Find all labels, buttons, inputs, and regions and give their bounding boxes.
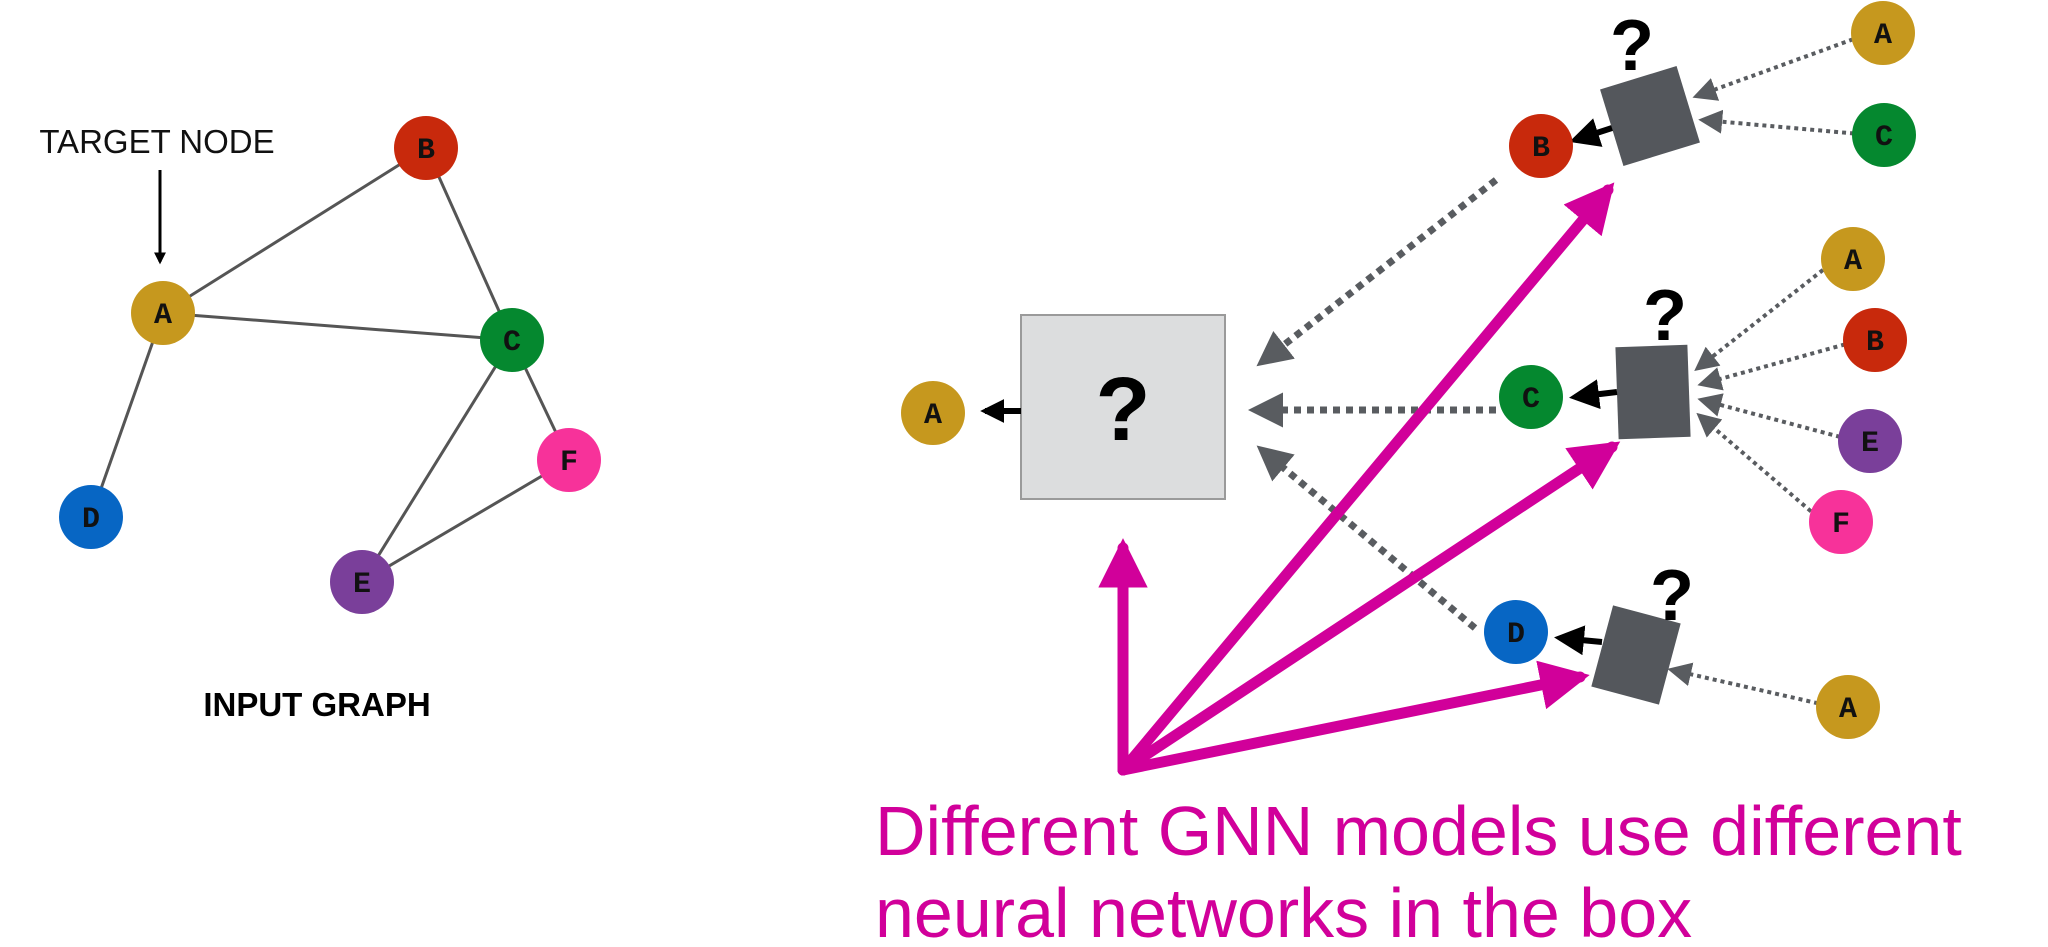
input-edge-a <box>1694 268 1825 371</box>
question-mark: ? <box>1650 556 1694 636</box>
neural-network-box <box>1591 605 1681 705</box>
edge-c-e <box>360 339 514 583</box>
node-label: A <box>1874 19 1892 53</box>
input-edge-c <box>1698 109 1855 136</box>
input-edge-a <box>1667 662 1819 706</box>
neighbor-groups: ? B A C? C A B E F? D A <box>1484 1 1916 739</box>
node-label: C <box>1875 121 1893 155</box>
node-circle <box>1484 600 1548 664</box>
target-node-a: A <box>901 381 965 445</box>
nn-arrow-to-box-c <box>1117 441 1621 776</box>
input-edge-f <box>1696 412 1813 513</box>
node-circle <box>1843 308 1907 372</box>
node-circle <box>394 116 458 180</box>
computation-graph: ? A ? B A C? C A B E F? D A Different GNN models u… <box>875 1 1962 947</box>
edge-a-b <box>162 146 427 315</box>
input-edge-e <box>1697 393 1841 439</box>
nn-arrow-to-box-d <box>1117 660 1590 776</box>
node-label: A <box>1844 245 1862 279</box>
node-label: C <box>503 326 521 360</box>
node-circle <box>1499 365 1563 429</box>
input-node-d[interactable]: D <box>59 485 123 549</box>
input-node-a: A <box>1816 675 1880 739</box>
node-label: D <box>82 503 100 537</box>
caption-line-1: Different GNN models use different <box>875 792 1962 870</box>
neighbor-node-c: C <box>1499 365 1563 429</box>
node-circle <box>1809 490 1873 554</box>
input-graph: A B C D E F TARGET NODE INPUT GRAPH <box>39 116 601 723</box>
node-circle <box>901 381 965 445</box>
neighbor-node-d: D <box>1484 600 1548 664</box>
nn-arrow-to-box-b <box>1117 182 1615 776</box>
edge-e-f <box>361 458 570 584</box>
node-label: F <box>560 446 578 480</box>
input-graph-nodes: A B C D E F <box>59 116 601 614</box>
node-circle <box>1852 103 1916 167</box>
node-label: A <box>154 299 172 333</box>
node-circle <box>1509 114 1573 178</box>
edge-a-c <box>162 311 513 342</box>
node-label: F <box>1832 508 1850 542</box>
neighbor-group-d: ? D A <box>1484 556 1880 739</box>
message-edge-b-to-a <box>1256 177 1499 367</box>
aggregation-question-mark: ? <box>1096 360 1151 460</box>
output-arrow <box>1569 379 1618 410</box>
input-graph-title: INPUT GRAPH <box>203 686 430 723</box>
neighbor-node-b: B <box>1509 114 1573 178</box>
node-circle <box>330 550 394 614</box>
node-label: B <box>417 134 435 168</box>
aggregation-box <box>1020 314 1226 500</box>
node-circle <box>480 308 544 372</box>
node-label: B <box>1532 132 1550 166</box>
node-label: A <box>924 399 942 433</box>
node-circle <box>131 281 195 345</box>
node-circle <box>537 428 601 492</box>
input-node-f: F <box>1809 490 1873 554</box>
question-mark: ? <box>1610 6 1654 86</box>
node-label: C <box>1522 383 1540 417</box>
node-circle <box>1821 227 1885 291</box>
output-arrow <box>1569 118 1613 147</box>
node-circle <box>1816 675 1880 739</box>
neighbor-group-b: ? B A C <box>1509 1 1916 178</box>
input-edge-b <box>1697 342 1846 391</box>
neighbor-group-c: ? C A B E F <box>1499 227 1907 554</box>
neural-network-box <box>1615 344 1691 440</box>
node-label: A <box>1839 693 1857 727</box>
input-node-a[interactable]: A <box>131 281 195 345</box>
input-node-b: B <box>1843 308 1907 372</box>
edge-b-c <box>424 147 514 341</box>
node-label: D <box>1507 618 1525 652</box>
input-node-c[interactable]: C <box>480 308 544 372</box>
output-arrow <box>1554 625 1603 656</box>
node-circle <box>1851 1 1915 65</box>
question-mark: ? <box>1643 276 1687 356</box>
input-node-e[interactable]: E <box>330 550 394 614</box>
input-node-f[interactable]: F <box>537 428 601 492</box>
node-label: E <box>1861 427 1879 461</box>
node-label: B <box>1866 326 1884 360</box>
input-node-a: A <box>1851 1 1915 65</box>
node-circle <box>1838 409 1902 473</box>
neural-network-box <box>1600 66 1700 166</box>
node-circle <box>59 485 123 549</box>
input-node-a: A <box>1821 227 1885 291</box>
input-edge-a <box>1692 37 1854 101</box>
edge-a-d <box>89 312 165 518</box>
nn-arrows <box>1098 182 1621 776</box>
node-label: E <box>353 568 371 602</box>
target-node-label: TARGET NODE <box>39 123 274 160</box>
caption-line-2: neural networks in the box <box>875 874 1692 947</box>
input-node-c: C <box>1852 103 1916 167</box>
input-node-e: E <box>1838 409 1902 473</box>
input-node-b[interactable]: B <box>394 116 458 180</box>
